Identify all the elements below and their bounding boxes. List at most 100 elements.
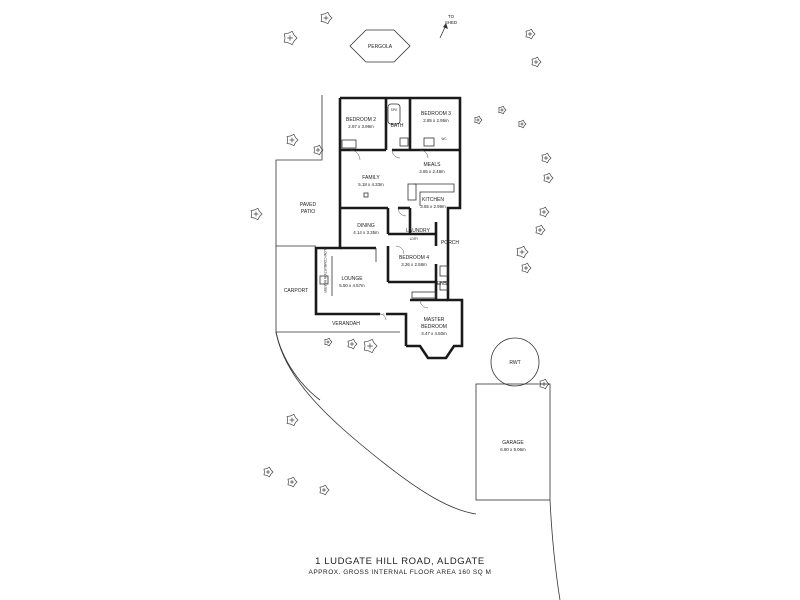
tree-icon — [283, 30, 298, 46]
wc-label: WC — [441, 137, 447, 141]
room-dims: 6.80 x 9.06m — [500, 447, 526, 452]
room-dims: 4.14 x 3.35m — [353, 230, 379, 235]
tree-icon — [287, 476, 298, 488]
ens-shower — [439, 265, 449, 277]
room-bedroom4: BEDROOM 4 3.26 x 2.58m — [399, 255, 429, 267]
room-verandah: VERANDAH — [332, 321, 360, 327]
tree-icon — [320, 11, 333, 25]
pergola-label: PERGOLA — [368, 44, 393, 50]
tree-icon — [286, 133, 299, 147]
ldry-label: LDRY — [410, 237, 419, 241]
room-ens: ENS — [437, 281, 448, 287]
bed2-robe — [341, 139, 357, 149]
tree-icon — [347, 338, 358, 350]
heater-icon — [319, 275, 329, 285]
room-name: CARPORT — [284, 288, 308, 294]
master-robe — [411, 291, 437, 299]
door-swing — [391, 149, 401, 159]
room-name: PORCH — [441, 240, 459, 246]
room-name: DINING — [357, 223, 375, 229]
room-kitchen: KITCHEN 3.65 x 2.99m — [420, 197, 446, 209]
room-family: FAMILY 5.18 x 4.33m — [358, 175, 384, 187]
wall-south — [386, 312, 408, 346]
garage: GARAGE 6.80 x 9.06m — [475, 383, 551, 501]
room-lounge: LOUNGE 5.50 x 4.57m — [339, 276, 365, 288]
family-fixture — [363, 192, 369, 198]
house — [314, 96, 464, 360]
room-name: KITCHEN — [422, 197, 444, 203]
tree-icon — [518, 119, 527, 129]
room-line1: PAVED — [300, 202, 317, 208]
tree-icon — [250, 207, 263, 221]
room-name: BEDROOM 4 — [399, 255, 429, 261]
room-name: VERANDAH — [332, 321, 360, 327]
room-dims: 3.65 x 2.99m — [420, 204, 446, 209]
room-paved-patio: PAVED PATIO — [300, 202, 317, 215]
room-dims: 3.65 x 2.48m — [419, 169, 445, 174]
room-bath: BATH — [391, 123, 404, 129]
tree-icon — [541, 152, 552, 164]
room-dims: 5.50 x 4.57m — [339, 283, 365, 288]
room-line2: BEDROOM — [421, 324, 447, 330]
room-name: BATH — [391, 123, 404, 129]
tree-icon — [535, 224, 546, 236]
tree-icon — [543, 172, 554, 184]
rwt-outline — [490, 337, 540, 387]
rwt-label: RWT — [509, 360, 520, 366]
landscape-trees — [250, 11, 554, 496]
room-name: LOUNGE — [341, 276, 363, 282]
room-name: BEDROOM 2 — [346, 117, 376, 123]
room-dims: 2.97 x 3.99m — [348, 124, 374, 129]
room-dining: DINING 4.14 x 3.35m — [353, 223, 379, 235]
slow-combustion-label: SLOW COMBUSTION HEATER — [323, 247, 327, 293]
tree-icon — [313, 144, 324, 156]
kitchen-bench — [414, 183, 455, 206]
room-carport: CARPORT — [284, 288, 308, 294]
room-name: ENS — [437, 281, 448, 287]
room-name: FAMILY — [362, 175, 380, 181]
door-swing — [349, 149, 361, 161]
patio-boundary — [275, 95, 323, 247]
room-laundry: LAUNDRY — [406, 228, 430, 234]
door-swing — [419, 299, 429, 309]
rainwater-tank: RWT — [490, 337, 540, 387]
pergola-outline — [349, 29, 411, 63]
room-line2: PATIO — [301, 209, 315, 215]
tree-icon — [531, 56, 542, 68]
bed3-robe — [423, 137, 435, 147]
room-name: BEDROOM 3 — [421, 111, 451, 117]
tree-icon — [525, 28, 536, 40]
ens-wc — [439, 281, 449, 291]
room-dims: 3.47 x 4.50m — [421, 331, 447, 336]
to-shed-line2: SHED — [445, 20, 457, 25]
bath-vanity — [399, 137, 409, 147]
tree-icon — [516, 245, 529, 259]
pergola: PERGOLA — [349, 29, 411, 63]
room-porch: PORCH — [441, 240, 459, 246]
kitchen-island — [407, 183, 417, 201]
room-dims: 3.26 x 2.58m — [401, 262, 427, 267]
wall-master — [406, 234, 464, 360]
room-bedroom3: BEDROOM 3 2.85 x 2.95m — [421, 111, 451, 123]
tree-icon — [319, 484, 330, 496]
address-title: 1 LUDGATE HILL ROAD, ALDGATE — [315, 556, 485, 567]
bathtub — [387, 103, 401, 125]
tree-icon — [286, 413, 299, 427]
room-meals: MEALS 3.65 x 2.48m — [419, 162, 445, 174]
arrow-head-icon — [443, 23, 448, 29]
room-dims: 2.85 x 2.95m — [423, 118, 449, 123]
driveway-edge — [275, 331, 477, 515]
sph-label: SPH — [391, 108, 398, 112]
boundary-east — [549, 499, 561, 600]
to-shed-line1: TO — [448, 14, 455, 19]
floor-area-note: APPROX. GROSS INTERNAL FLOOR AREA 160 SQ… — [309, 569, 492, 576]
room-dims: 5.18 x 4.33m — [358, 182, 384, 187]
room-master-bedroom: MASTER BEDROOM 3.47 x 4.50m — [421, 317, 447, 336]
tree-icon — [539, 206, 550, 218]
tree-icon — [363, 338, 378, 354]
site-lines — [275, 95, 561, 600]
to-shed-pointer: TO SHED — [439, 14, 457, 39]
room-name: GARAGE — [502, 440, 524, 446]
wall-north-east — [340, 96, 462, 234]
